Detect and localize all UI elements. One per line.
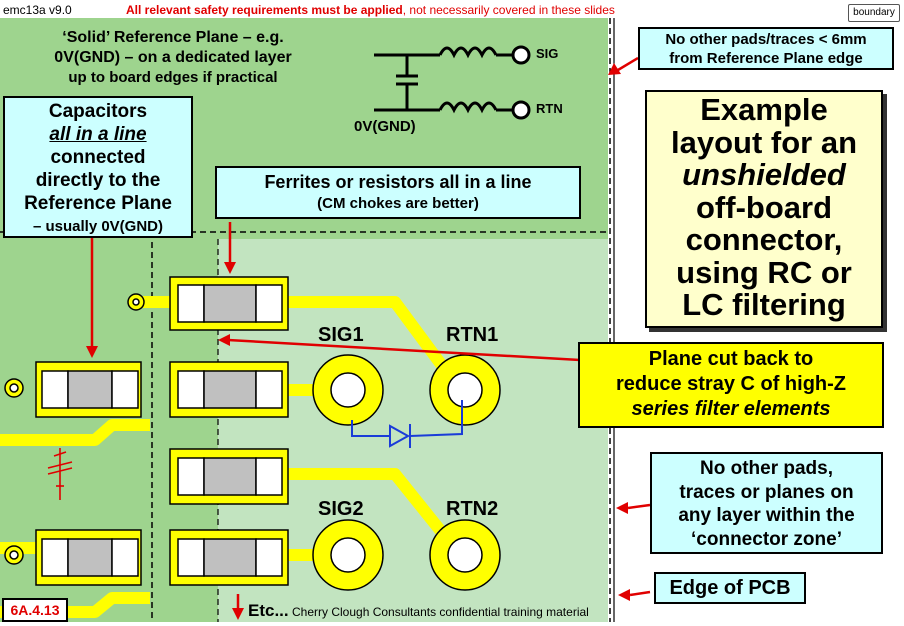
connector-zone-line2: traces or planes on [679, 481, 854, 503]
safety-note-rest: , not necessarily covered in these slide… [402, 3, 615, 17]
component-footprints [35, 276, 289, 586]
edge-pcb-callout: Edge of PCB [654, 572, 806, 604]
callout-arrows [86, 56, 651, 620]
slide-number: 6A.4.13 [2, 598, 68, 622]
via-pads [4, 293, 145, 565]
ferrites-line2: (CM chokes are better) [317, 195, 479, 212]
example-line6: using RC or [676, 254, 852, 290]
example-line7: LC filtering [682, 287, 846, 322]
boundary-button[interactable]: boundary [848, 4, 900, 22]
example-callout: Example layout for an unshielded off-boa… [645, 90, 883, 328]
connector-zone-line3: any layer within the [678, 505, 855, 526]
safety-note-bold: All relevant safety requirements must be… [126, 3, 403, 17]
confidential-note: Cherry Clough Consultants confidential t… [292, 605, 589, 619]
ferrites-line1: Ferrites or resistors all in a line [264, 172, 532, 192]
schematic-gnd-label: 0V(GND) [354, 118, 416, 135]
plane-cut-callout: Plane cut back to reduce stray C of high… [578, 342, 884, 428]
capacitors-line3: connected [50, 147, 146, 168]
reference-plane-line1: ‘Solid’ Reference Plane – e.g. [62, 29, 284, 46]
safety-note: All relevant safety requirements must be… [126, 3, 615, 17]
reference-plane-line3: up to board edges if practical [68, 69, 278, 86]
capacitors-line6: – usually 0V(GND) [32, 218, 164, 235]
etc-label: Etc... [248, 601, 289, 620]
connector-pads [312, 354, 501, 591]
connector-zone-callout: No other pads, traces or planes on any l… [650, 452, 883, 554]
capacitors-line2: all in a line [49, 124, 147, 145]
no-pads-callout: No other pads/traces < 6mm from Referenc… [638, 27, 894, 70]
filter-schematic [374, 45, 531, 120]
sig1-label: SIG1 [318, 324, 364, 346]
schematic-sig-label: SIG [536, 46, 559, 61]
example-line4: off-board [695, 189, 833, 225]
connector-zone-line1: No other pads, [699, 458, 833, 479]
reference-plane-line2: 0V(GND) – on a dedicated layer [54, 49, 292, 66]
capacitors-callout: Capacitors all in a line connected direc… [3, 96, 193, 238]
capacitors-line4: directly to the [35, 170, 161, 191]
rtn2-label: RTN2 [446, 498, 499, 520]
hand-drawn-diode [351, 400, 463, 448]
plane-cut-line3: series filter elements [631, 398, 831, 420]
example-line1: Example [700, 92, 828, 127]
rtn1-label: RTN1 [446, 324, 499, 346]
sig2-label: SIG2 [318, 498, 364, 520]
connector-zone-line4: ‘connector zone’ [691, 528, 842, 550]
plane-cut-line1: Plane cut back to [648, 348, 814, 370]
no-pads-line2: from Reference Plane edge [669, 50, 863, 67]
reference-plane-text: ‘Solid’ Reference Plane – e.g. 0V(GND) –… [18, 28, 328, 88]
example-line3: unshielded [682, 157, 846, 192]
capacitors-line1: Capacitors [48, 101, 148, 122]
no-pads-line1: No other pads/traces < 6mm [665, 31, 867, 48]
slide-id: emc13a v9.0 [3, 3, 72, 17]
plane-cut-line2: reduce stray C of high-Z [615, 373, 847, 395]
ferrites-callout: Ferrites or resistors all in a line (CM … [215, 166, 581, 219]
example-line5: connector, [685, 222, 843, 257]
hand-drawn-symbol [47, 448, 73, 500]
schematic-rtn-label: RTN [536, 101, 563, 116]
capacitors-line5: Reference Plane [24, 193, 172, 214]
example-line2: layout for an [670, 124, 857, 160]
